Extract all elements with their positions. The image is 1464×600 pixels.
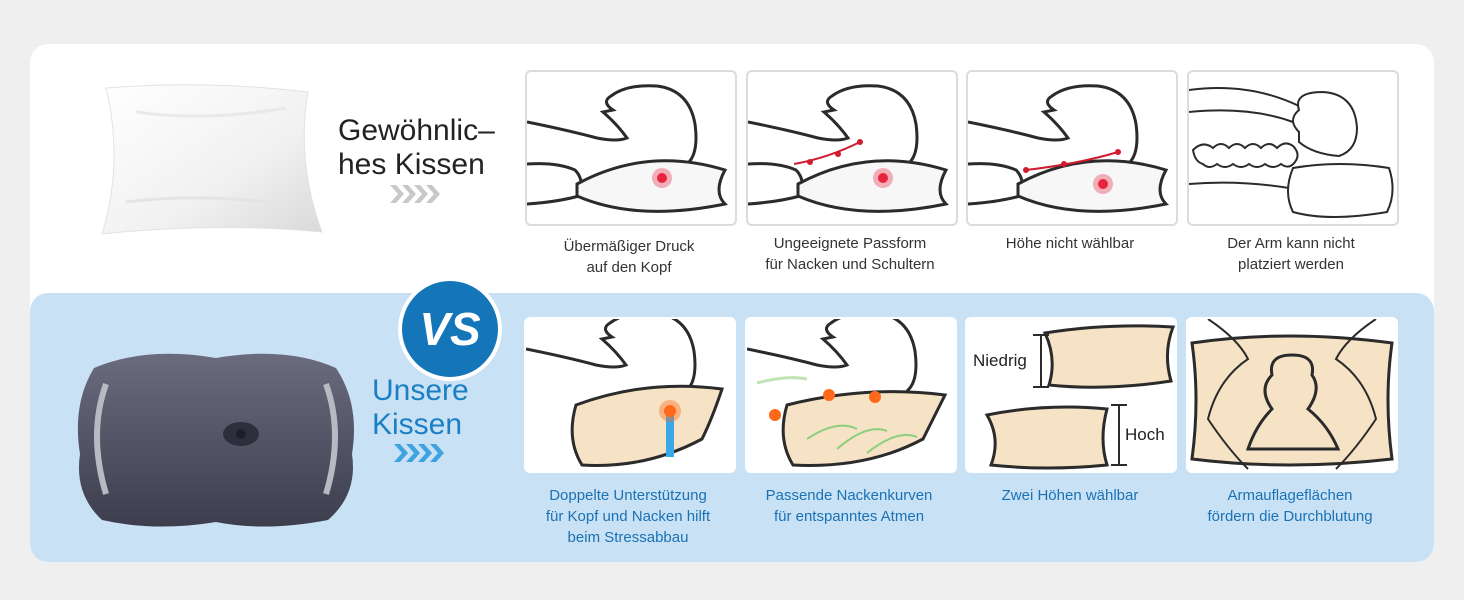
panel-double-support	[524, 317, 736, 473]
caption-line: Der Arm kann nicht	[1227, 235, 1355, 252]
chevrons-right-gray-icon	[390, 185, 440, 203]
caption-line: fördern die Durchblutung	[1207, 508, 1373, 525]
two-heights-illustration	[984, 324, 1175, 470]
caption-height-fixed: Höhe nicht wählbar	[940, 233, 1200, 254]
caption-line: platziert werden	[1238, 256, 1344, 273]
caption-line: Zwei Höhen wählbar	[1001, 487, 1139, 504]
caption-line: für entspanntes Atmen	[773, 508, 925, 525]
height-fixed-illustration	[968, 84, 1170, 213]
caption-line: Passende Nackenkurven	[765, 487, 933, 504]
caption-neck-curves: Passende Nackenkurven für entspanntes At…	[719, 485, 979, 527]
panel-arm-no-place	[1187, 70, 1399, 226]
ergonomic-pillow-image	[77, 353, 354, 527]
vs-badge: VS	[398, 277, 502, 381]
caption-double-support: Doppelte Unterstützung für Kopf und Nack…	[498, 485, 758, 548]
low-height-label: Niedrig	[973, 351, 1027, 370]
comparison-card: Gewöhnlic– hes Kissen	[30, 44, 1434, 562]
ordinary-title-line1: Gewöhnlic–	[338, 114, 495, 147]
our-title-line2: Kissen	[372, 408, 463, 441]
head-pressure-illustration	[527, 84, 729, 213]
ordinary-title-line2: hes Kissen	[338, 148, 485, 181]
caption-arm: Der Arm kann nicht platziert werden	[1161, 233, 1421, 275]
panel-poor-fit	[746, 70, 958, 226]
caption-line: für Nacken und Schultern	[765, 256, 935, 273]
ordinary-pillow-title: Gewöhnlic– hes Kissen	[338, 114, 495, 182]
vs-logo-icon: VS	[419, 303, 481, 355]
vs-text: VS	[419, 303, 481, 355]
caption-line: auf den Kopf	[586, 259, 672, 276]
panel-neck-curves	[745, 317, 957, 473]
caption-line: Übermäßiger Druck	[563, 238, 695, 255]
panel-two-heights: Niedrig Hoch	[965, 317, 1177, 473]
high-height-label: Hoch	[1125, 425, 1165, 444]
panel-excess-pressure	[525, 70, 737, 226]
panel-arm-rest	[1186, 317, 1398, 473]
panel-height-not-selectable	[966, 70, 1178, 226]
caption-line: für Kopf und Nacken hilft	[545, 508, 711, 525]
caption-line: Ungeeignete Passform	[773, 235, 927, 252]
caption-two-heights: Zwei Höhen wählbar	[940, 485, 1200, 506]
neck-curve-illustration	[747, 319, 948, 467]
caption-line: Armauflageflächen	[1227, 487, 1353, 504]
caption-poor-fit: Ungeeignete Passform für Nacken und Schu…	[720, 233, 980, 275]
arm-rest-illustration	[1190, 319, 1394, 470]
caption-arm-rest: Armauflageflächen fördern die Durchblutu…	[1160, 485, 1420, 527]
neck-misfit-illustration	[748, 84, 950, 213]
caption-line: Höhe nicht wählbar	[1005, 235, 1135, 252]
arm-illustration	[1189, 87, 1394, 218]
caption-line: beim Stressabbau	[567, 529, 689, 546]
caption-line: Doppelte Unterstützung	[549, 487, 707, 504]
our-pillow-title: Unsere Kissen	[372, 374, 469, 442]
chevrons-right-blue-icon	[394, 444, 444, 462]
ordinary-pillow-image	[101, 84, 323, 235]
double-support-illustration	[526, 319, 724, 467]
caption-excess-pressure: Übermäßiger Druck auf den Kopf	[499, 236, 759, 278]
